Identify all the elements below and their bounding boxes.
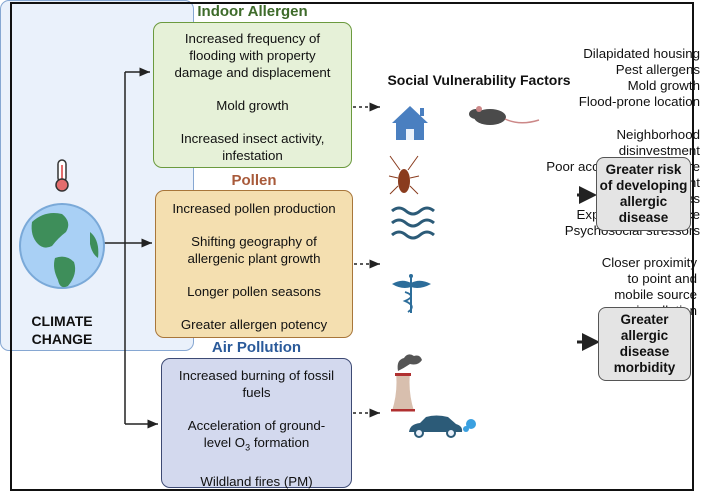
figure-frame: [10, 2, 694, 491]
mouse-icon: [469, 106, 540, 125]
water-waves-icon: [391, 206, 435, 240]
car-icon: [409, 415, 476, 438]
thermometer-icon: [55, 159, 69, 192]
air-pollution-box: Increased burning of fossil fuels Accele…: [161, 358, 352, 489]
caduceus-icon: [392, 274, 431, 313]
power-plant-icon: [391, 354, 422, 412]
cockroach-icon: [388, 155, 420, 195]
air-pollution-title: Air Pollution: [211, 339, 302, 356]
house-icon: [392, 106, 428, 140]
svf-title: Social Vulnerability Factors: [387, 72, 571, 88]
pollen-title: Pollen: [231, 172, 277, 189]
climate-change-label: CLIMATE CHANGE: [31, 313, 93, 347]
pollen-box: Increased pollen production Shifting geo…: [155, 190, 353, 338]
svf-group-housing: Dilapidated housing Pest allergens Mold …: [578, 46, 700, 109]
indoor-allergen-title: Indoor Allergen: [197, 3, 308, 20]
indoor-allergen-box: Increased frequency of flooding with pro…: [153, 22, 352, 168]
outcome-morbidity-box: Greater allergic disease morbidity: [598, 307, 691, 381]
globe-icon: [19, 203, 105, 289]
outcome-risk-box: Greater risk of developing allergic dise…: [596, 157, 691, 231]
